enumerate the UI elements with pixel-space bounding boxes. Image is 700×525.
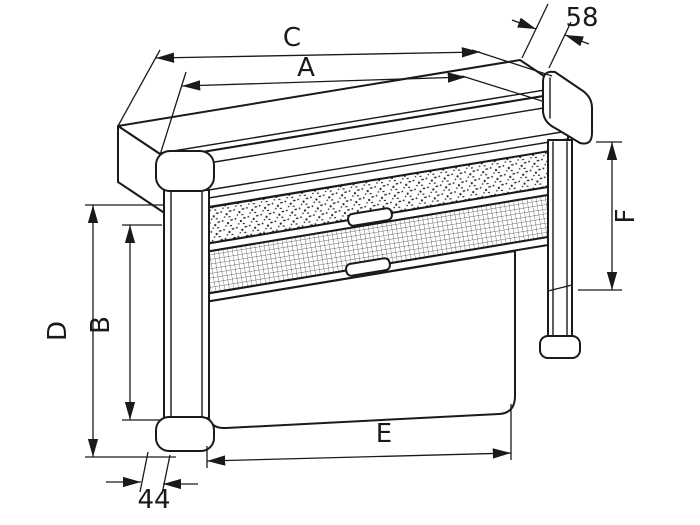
dimension-e: E [206,404,512,468]
dimension-44: 44 [106,451,198,515]
dimension-58: 58 [511,3,599,69]
dimension-f: F [578,141,641,291]
dim-label-44: 44 [137,485,170,515]
right-post [539,139,581,359]
cassette-end-cap [542,70,593,145]
dimension-annotations: C A 58 D B [43,3,641,515]
dim-label-e: E [376,419,392,449]
left-post-top-cap [155,150,215,192]
dim-label-d: D [43,321,73,341]
handle-upper [347,207,393,227]
right-post-bracket-mark [547,284,573,292]
left-post-bottom-cap [155,416,215,452]
dim-label-f: F [611,209,641,224]
dim-label-c: C [283,23,301,53]
dimension-d: D [43,204,176,458]
dimension-b: B [86,224,162,421]
dim-label-58: 58 [565,3,598,33]
left-post [155,150,215,452]
dim-label-a: A [297,53,315,83]
pleated-blind-texture [205,151,548,244]
dim-label-b: B [86,316,116,334]
handle-lower [345,257,391,277]
right-post-foot [539,335,581,359]
dimension-a: A [159,53,543,156]
dimension-c: C [117,23,553,127]
flyscreen-texture [205,195,548,294]
